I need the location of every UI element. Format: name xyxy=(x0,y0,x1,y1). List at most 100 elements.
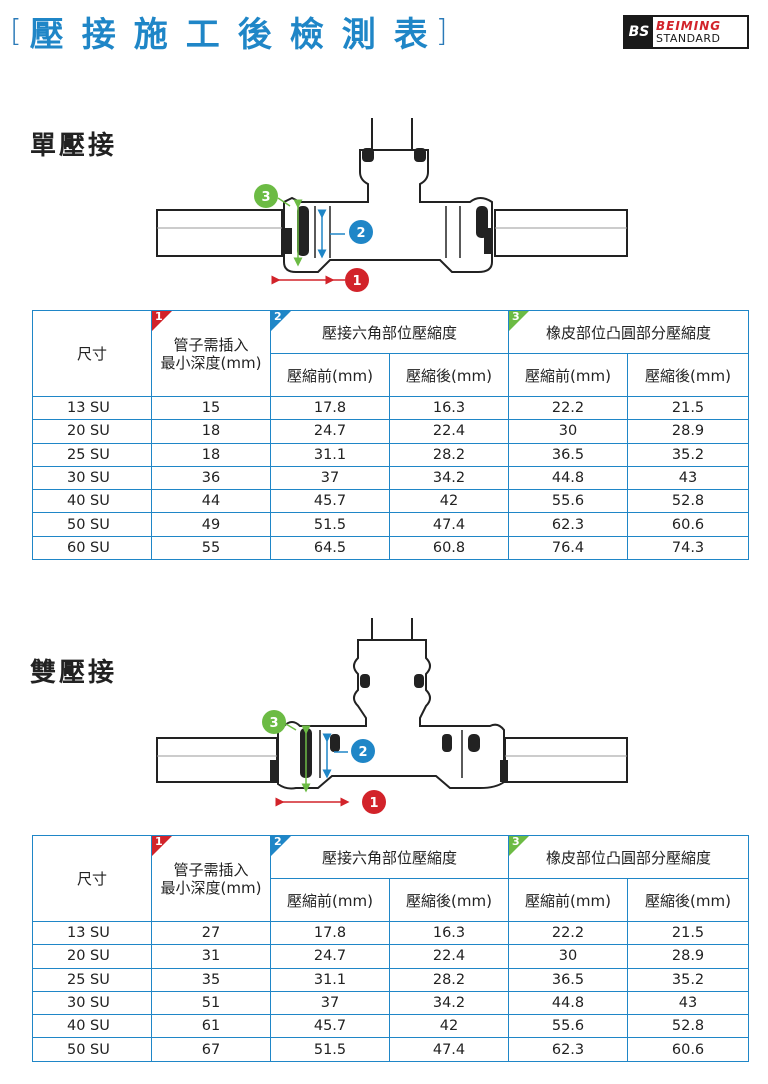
left-pipe xyxy=(156,209,283,257)
ring-before-cell: 30 xyxy=(508,944,629,969)
single-press-diagram: 3 2 1 xyxy=(156,118,628,292)
size-cell: 13 SU xyxy=(32,920,152,946)
corner-number: 2 xyxy=(274,835,282,848)
logo-mark: BS xyxy=(625,17,653,47)
marker-2-label: 2 xyxy=(358,745,367,760)
ring-before-cell: 62.3 xyxy=(508,1037,629,1062)
ring-before-cell: 44.8 xyxy=(508,465,629,491)
size-cell: 50 SU xyxy=(32,1037,152,1062)
ring-before-cell: 36.5 xyxy=(508,967,629,992)
ring-after-cell: 60.6 xyxy=(627,1037,750,1062)
hex-before-header: 壓縮前(mm) xyxy=(270,878,390,922)
single-press-title: 單壓接 xyxy=(30,131,118,161)
red-corner-icon xyxy=(152,836,172,856)
table-subheader-row: 壓縮前(mm) 壓縮後(mm) 壓縮前(mm) 壓縮後(mm) xyxy=(33,353,750,397)
size-cell: 20 SU xyxy=(32,419,152,444)
ring-before-cell: 76.4 xyxy=(508,535,629,561)
ring-group-header: 3 橡皮部位凸圓部分壓縮度 xyxy=(508,835,750,879)
single-press-table: 尺寸 1 管子需插入 最小深度(mm) 2 壓接六角部位壓縮度 3 橡皮部位凸圓… xyxy=(32,310,750,561)
size-cell: 20 SU xyxy=(32,944,152,969)
table-header-row: 尺寸 1 管子需插入 最小深度(mm) 2 壓接六角部位壓縮度 3 橡皮部位凸圓… xyxy=(32,835,750,922)
size-cell: 25 SU xyxy=(32,442,152,467)
hex-before-cell: 24.7 xyxy=(270,419,390,444)
hex-before-cell: 17.8 xyxy=(270,920,390,946)
insert-header-line1: 管子需插入 xyxy=(173,335,249,354)
ring-after-header: 壓縮後(mm) xyxy=(627,353,750,397)
size-cell: 60 SU xyxy=(32,535,152,561)
ring-after-cell: 43 xyxy=(627,465,750,491)
title-bracket-right: ] xyxy=(435,13,448,49)
col-insert-header: 1 管子需插入 最小深度(mm) xyxy=(151,310,271,397)
ring-group-header: 3 橡皮部位凸圓部分壓縮度 xyxy=(508,310,750,354)
hex-before-cell: 45.7 xyxy=(270,489,390,514)
size-cell: 40 SU xyxy=(32,489,152,514)
brand-logo: BS BEIMING STANDARD xyxy=(623,15,749,49)
ring-before-cell: 36.5 xyxy=(508,442,629,467)
hex-after-cell: 16.3 xyxy=(388,395,510,421)
insert-depth-cell: 31 xyxy=(151,944,271,969)
marker-2-icon xyxy=(351,739,375,763)
page-title: 壓接施工後檢測表 xyxy=(29,14,446,55)
marker-3-icon xyxy=(254,184,278,208)
hex-before-cell: 64.5 xyxy=(270,535,390,561)
hex-after-cell: 42 xyxy=(388,489,510,514)
ring-after-cell: 52.8 xyxy=(627,1014,750,1039)
insert-header-line1: 管子需插入 xyxy=(173,860,249,879)
marker-3-label: 3 xyxy=(261,190,270,205)
hex-after-cell: 34.2 xyxy=(388,990,510,1016)
marker-1-label: 1 xyxy=(352,274,361,289)
size-cell: 30 SU xyxy=(32,990,152,1016)
hex-after-cell: 47.4 xyxy=(388,1037,510,1062)
title-wrap: [ 壓接施工後檢測表 ] xyxy=(10,8,448,55)
col-insert-header: 1 管子需插入 最小深度(mm) xyxy=(151,835,271,922)
size-cell: 40 SU xyxy=(32,1014,152,1039)
ring-group-label: 橡皮部位凸圓部分壓縮度 xyxy=(546,848,712,867)
ring-before-cell: 22.2 xyxy=(508,395,629,421)
corner-number: 1 xyxy=(155,310,163,323)
blue-corner-icon xyxy=(271,311,291,331)
insert-depth-cell: 15 xyxy=(151,395,271,421)
col-size-header: 尺寸 xyxy=(32,835,152,922)
corner-number: 3 xyxy=(512,835,520,848)
hex-after-header: 壓縮後(mm) xyxy=(388,878,510,922)
left-pipe xyxy=(156,737,278,783)
hex-before-header: 壓縮前(mm) xyxy=(270,353,390,397)
hex-after-cell: 47.4 xyxy=(388,512,510,537)
ring-group-label: 橡皮部位凸圓部分壓縮度 xyxy=(546,323,712,342)
hex-group-header: 2 壓接六角部位壓縮度 xyxy=(269,310,510,354)
size-cell: 25 SU xyxy=(32,967,152,992)
insert-depth-cell: 44 xyxy=(151,489,271,514)
marker-2-icon xyxy=(349,220,373,244)
logo-text: BEIMING STANDARD xyxy=(653,17,747,47)
hex-after-cell: 28.2 xyxy=(388,442,510,467)
hex-group-label: 壓接六角部位壓縮度 xyxy=(322,848,458,867)
hex-after-cell: 28.2 xyxy=(388,967,510,992)
hex-after-cell: 60.8 xyxy=(388,535,510,561)
ring-before-header: 壓縮前(mm) xyxy=(508,353,629,397)
ring-before-cell: 30 xyxy=(508,419,629,444)
insert-header-line2: 最小深度(mm) xyxy=(160,878,262,897)
hex-group-header: 2 壓接六角部位壓縮度 xyxy=(269,835,510,879)
corner-number: 1 xyxy=(155,835,163,848)
insert-depth-cell: 36 xyxy=(151,465,271,491)
double-press-diagram: 3 2 1 xyxy=(156,618,628,814)
table-subheader-row: 壓縮前(mm) 壓縮後(mm) 壓縮前(mm) 壓縮後(mm) xyxy=(33,878,750,922)
hex-before-cell: 45.7 xyxy=(270,1014,390,1039)
logo-brand-sub: STANDARD xyxy=(656,31,721,45)
corner-number: 3 xyxy=(512,310,520,323)
hex-before-cell: 31.1 xyxy=(270,967,390,992)
ring-after-cell: 43 xyxy=(627,990,750,1016)
ring-before-cell: 55.6 xyxy=(508,489,629,514)
ring-after-cell: 35.2 xyxy=(627,442,750,467)
table-header-row: 尺寸 1 管子需插入 最小深度(mm) 2 壓接六角部位壓縮度 3 橡皮部位凸圓… xyxy=(32,310,750,397)
right-pipe xyxy=(504,737,628,783)
insert-depth-cell: 51 xyxy=(151,990,271,1016)
